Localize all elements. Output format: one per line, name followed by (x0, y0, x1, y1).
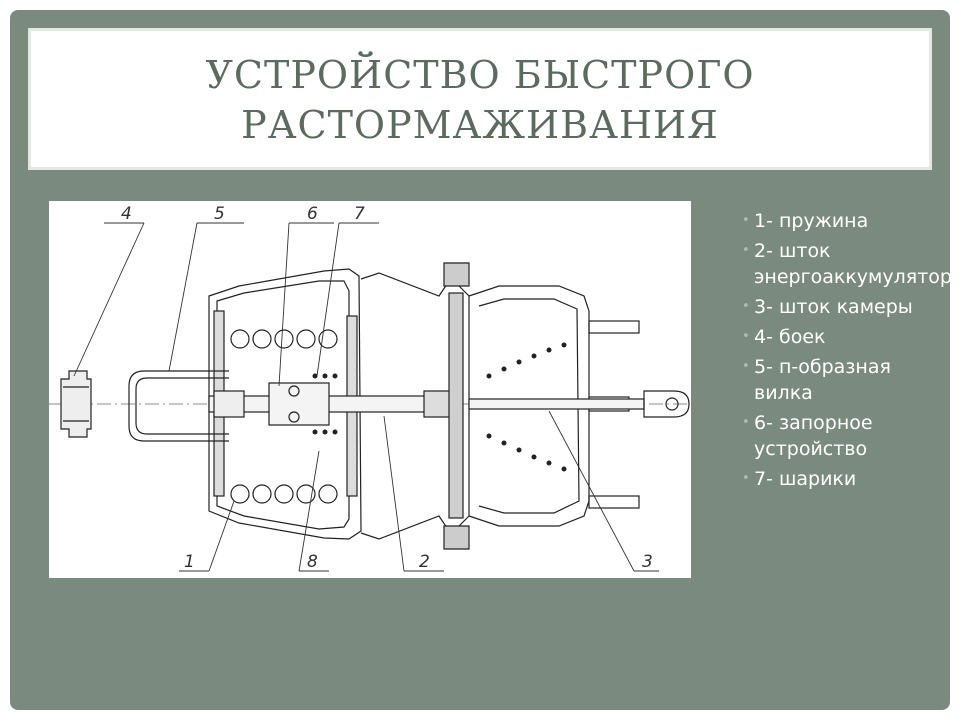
label-7: 7 (354, 204, 365, 224)
leader-lines (73, 222, 659, 572)
label-5: 5 (214, 204, 225, 224)
label-8: 8 (307, 552, 318, 572)
slide-title: УСТРОЙСТВО БЫСТРОГО РАСТОРМАЖИВАНИЯ (28, 50, 932, 150)
label-3: 3 (642, 552, 653, 572)
title-line-2: РАСТОРМАЖИВАНИЯ (241, 103, 719, 147)
legend-item: 5- п-образная вилка (742, 354, 932, 406)
balls (312, 373, 338, 435)
legend-list: 1- пружина 2- шток энергоаккумулятора 3-… (742, 208, 950, 496)
legend-item: 2- шток энергоаккумулятора (742, 238, 950, 290)
drawing-svg: 4 5 6 7 1 8 2 3 (49, 204, 691, 572)
legend-item: 1- пружина (742, 208, 932, 234)
label-4: 4 (121, 204, 132, 224)
title-box: УСТРОЙСТВО БЫСТРОГО РАСТОРМАЖИВАНИЯ (28, 28, 932, 170)
slide: УСТРОЙСТВО БЫСТРОГО РАСТОРМАЖИВАНИЯ (10, 10, 950, 710)
legend-item: 4- боек (742, 324, 932, 350)
legend-item: 3- шток камеры (742, 294, 932, 320)
return-spring (486, 342, 567, 472)
brake-chamber-drawing: 4 5 6 7 1 8 2 3 (49, 201, 691, 578)
label-1: 1 (184, 552, 195, 572)
legend-item: 6- запорное устройство (742, 410, 932, 462)
title-line-1: УСТРОЙСТВО БЫСТРОГО (205, 53, 755, 97)
label-6: 6 (307, 204, 318, 224)
label-2: 2 (419, 552, 430, 572)
legend-item: 7- шарики (742, 466, 932, 492)
spring-coils (230, 329, 338, 504)
